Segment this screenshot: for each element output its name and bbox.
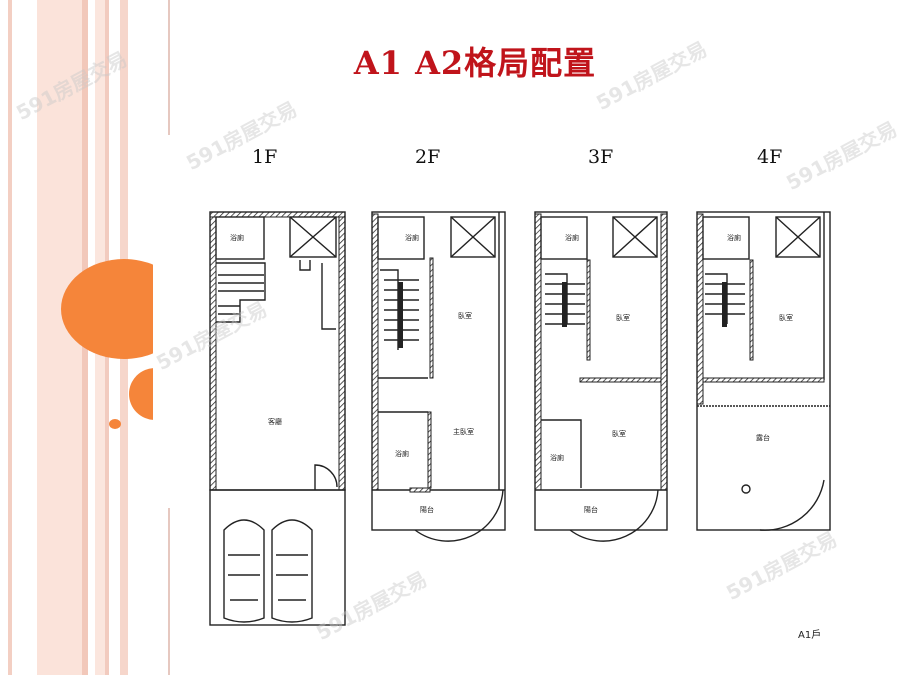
room-label: 陽台 [584,505,598,514]
floor-label-4f: 4F [757,146,783,168]
plan-1f: 浴廁 客廳 [209,211,346,626]
floor-label-3f: 3F [588,146,614,168]
room-label: 浴廁 [565,233,579,242]
floor-label-2f: 2F [415,146,441,168]
room-label: 浴廁 [395,449,409,458]
plan-3f: 浴廁 臥室 臥室 浴廁 陽台 [534,211,668,542]
room-label: 浴廁 [727,233,741,242]
plan-4f: 浴廁 臥室 露台 [696,211,831,531]
room-label: 陽台 [420,505,434,514]
room-label: 客廳 [268,417,282,426]
room-label: 露台 [756,433,770,442]
plan-2f: 浴廁 臥室 主臥室 浴廁 陽台 [371,211,506,542]
room-label: 臥室 [779,313,793,322]
room-label: 浴廁 [230,233,244,242]
room-label: 浴廁 [550,453,564,462]
room-label: 臥室 [616,313,630,322]
floor-label-1f: 1F [252,146,278,168]
orange-circle-medium [129,368,153,420]
decor-circles [61,259,153,429]
car-icon [223,519,265,623]
car-icon [271,519,313,623]
page-title: A1 A2格局配置 [353,44,597,82]
room-label: 臥室 [458,311,472,320]
unit-label: A1戶 [798,630,822,641]
room-label: 臥室 [612,429,626,438]
orange-circle-large [61,259,153,359]
room-label: 浴廁 [405,233,419,242]
orange-dot [109,419,121,429]
room-label: 主臥室 [453,427,474,436]
